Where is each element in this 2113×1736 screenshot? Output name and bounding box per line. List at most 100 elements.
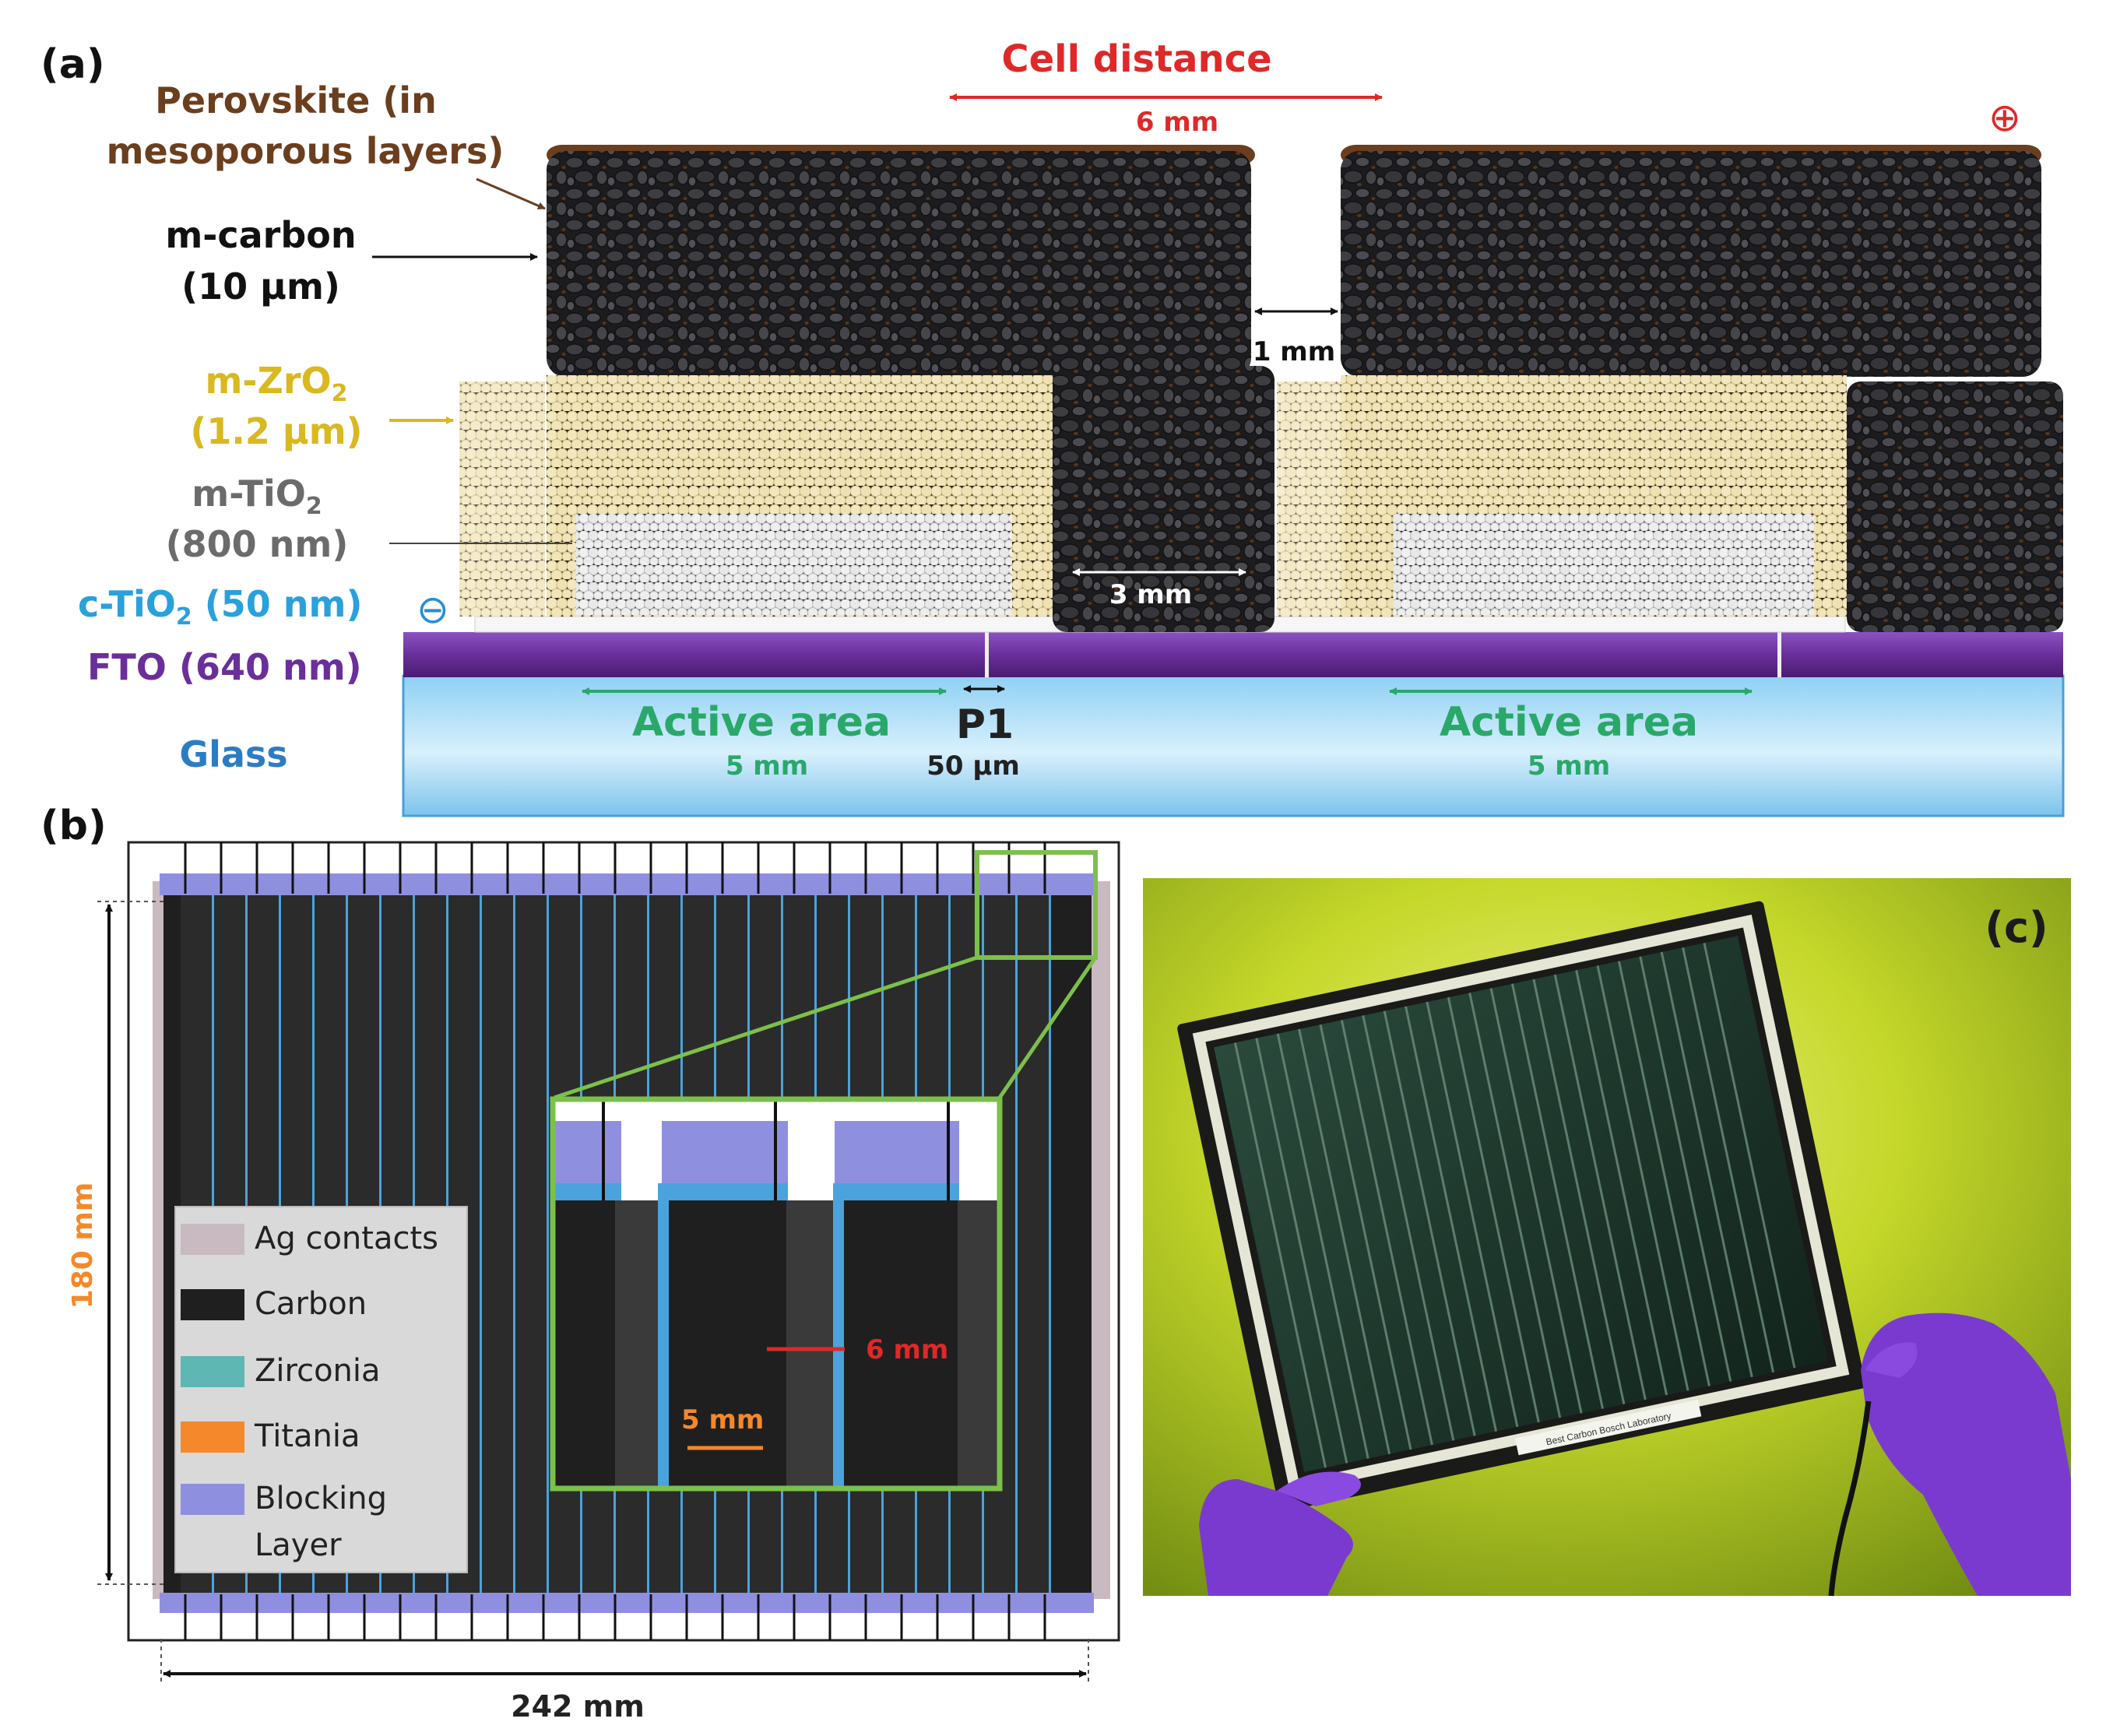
- legend-item-titania: Titania: [181, 1418, 360, 1454]
- legend-swatch-blocking: [181, 1484, 244, 1515]
- inset-block-2: [662, 1121, 788, 1185]
- strip-26-edge: [1049, 894, 1051, 1594]
- tio2-sub: 2: [306, 493, 322, 520]
- ctio2-main: c-TiO: [78, 583, 176, 625]
- zro2-cluster-right: [1277, 381, 1341, 617]
- inset-blue-3: [835, 1183, 959, 1200]
- active-title-right: Active area: [1440, 699, 1698, 746]
- panel-a-label: (a): [40, 41, 105, 88]
- blocking-top: [160, 873, 1094, 895]
- p1-scribe-2: [1777, 632, 1781, 677]
- legend-label-ag: Ag contacts: [255, 1221, 438, 1256]
- carbon-contact-right: [1847, 381, 2063, 632]
- inset-dim-5: 5 mm: [681, 1404, 764, 1436]
- fto-layer: [403, 632, 2063, 677]
- label-perovskite-2: mesoporous layers): [107, 130, 505, 172]
- strip-10: [482, 894, 513, 1594]
- legend-label-carbon: Carbon: [255, 1286, 367, 1322]
- top-connectors: [184, 842, 1046, 894]
- active-title-left: Active area: [632, 699, 891, 746]
- tio2-right: [1394, 514, 1814, 615]
- legend-label-blocking: Blocking: [255, 1481, 387, 1516]
- module-active-panel: [1214, 936, 1829, 1473]
- glove-left-thumb: [1277, 1471, 1361, 1506]
- zro2-cluster-left: [459, 381, 545, 617]
- cell-distance-value: 6 mm: [1136, 107, 1218, 138]
- carbon-top-right: [1341, 151, 2041, 377]
- legend: Ag contacts Carbon Zirconia Titania Bloc…: [174, 1206, 468, 1573]
- panel-b: (b): [40, 803, 1120, 1724]
- minus-terminal-icon: ⊖: [417, 588, 449, 631]
- p1-scribe-1: [985, 632, 989, 677]
- strip-26: [1018, 894, 1049, 1594]
- legend-label-zirconia: Zirconia: [255, 1353, 381, 1389]
- legend-item-carbon: Carbon: [181, 1286, 367, 1322]
- inset-edge-1: [658, 1183, 669, 1488]
- panel-a: (a) Cell distance 6 mm: [40, 37, 2065, 817]
- legend-swatch-zirconia: [181, 1356, 244, 1387]
- label-carbon-2: (10 μm): [181, 265, 340, 307]
- contact-label: 3 mm: [1109, 579, 1192, 610]
- blocking-bottom: [160, 1593, 1094, 1613]
- zoom-region-box: [975, 850, 1098, 960]
- height-dim-label: 180 mm: [67, 1183, 99, 1309]
- cell-distance-title: Cell distance: [1001, 37, 1271, 81]
- module-label-sticker: [1514, 1399, 1702, 1456]
- cell-right: [1277, 145, 2063, 632]
- p1-title: P1: [956, 701, 1014, 748]
- legend-label-blocking-2: Layer: [255, 1527, 342, 1563]
- legend-item-blocking: Blocking Layer: [181, 1481, 387, 1563]
- legend-item-ag: Ag contacts: [181, 1221, 438, 1256]
- panel-c-photo: Best Carbon Bosch Laboratory (c): [1143, 878, 2071, 1597]
- inset-dim-6: 6 mm: [866, 1334, 948, 1365]
- inset-strip-b: [786, 1200, 833, 1488]
- plus-terminal-icon: ⊕: [1988, 96, 2021, 139]
- ag-contact-right: [1092, 881, 1110, 1599]
- legend-swatch-carbon: [181, 1289, 244, 1320]
- strip-10-edge: [513, 894, 515, 1594]
- width-dim-label: 242 mm: [511, 1689, 645, 1724]
- tio2-main: m-TiO: [192, 473, 306, 515]
- strip-11-edge: [547, 894, 549, 1594]
- label-zro2-1: m-ZrO2: [205, 360, 347, 407]
- carbon-top-left: [547, 151, 1251, 377]
- label-perovskite-1: Perovskite (in: [155, 79, 437, 121]
- legend-swatch-ag: [181, 1224, 244, 1255]
- strip-9-edge: [480, 894, 482, 1594]
- module-photo: Best Carbon Bosch Laboratory: [1177, 901, 1866, 1512]
- inset-blue-2: [662, 1183, 788, 1200]
- legend-box: [174, 1206, 468, 1573]
- ctio2-rest: (50 nm): [192, 583, 363, 625]
- glove-left-icon: [1199, 1479, 1353, 1596]
- label-tio2-2: (800 nm): [166, 523, 349, 565]
- panel-c-label: (c): [1985, 903, 2048, 952]
- inset-strip-a: [615, 1200, 658, 1488]
- zoom-inset: 6 mm 5 mm: [550, 1096, 1003, 1492]
- zoom-connector-2: [997, 956, 1098, 1099]
- glove-right-fingers: [1865, 1342, 1918, 1378]
- p1-value: 50 μm: [926, 750, 1020, 782]
- label-tio2-1: m-TiO2: [192, 473, 322, 520]
- strip-11: [515, 894, 547, 1594]
- active-value-left: 5 mm: [726, 750, 808, 782]
- inset-block-3: [835, 1121, 959, 1185]
- cable-icon: [1828, 1400, 1872, 1597]
- module-photo-stripes: [1233, 943, 1796, 1468]
- legend-item-zirconia: Zirconia: [181, 1353, 381, 1389]
- label-fto: FTO (640 nm): [87, 646, 362, 688]
- inset-strip-c: [958, 1200, 1000, 1488]
- bottom-connectors: [184, 1594, 1046, 1640]
- perovskite-pointer: [476, 177, 546, 210]
- inset-block-1: [553, 1121, 621, 1185]
- inset-frame: [550, 1096, 1003, 1492]
- zro2-sub: 2: [332, 380, 348, 407]
- zoom-connector-1: [554, 955, 978, 1100]
- tio2-left: [576, 514, 1012, 615]
- legend-label-titania: Titania: [254, 1418, 360, 1454]
- inset-blue-1: [553, 1183, 621, 1200]
- legend-swatch-titania: [181, 1421, 244, 1453]
- zro2-main: m-ZrO: [205, 360, 331, 402]
- panel-b-label: (b): [40, 803, 107, 849]
- glass-layer: [402, 674, 2065, 817]
